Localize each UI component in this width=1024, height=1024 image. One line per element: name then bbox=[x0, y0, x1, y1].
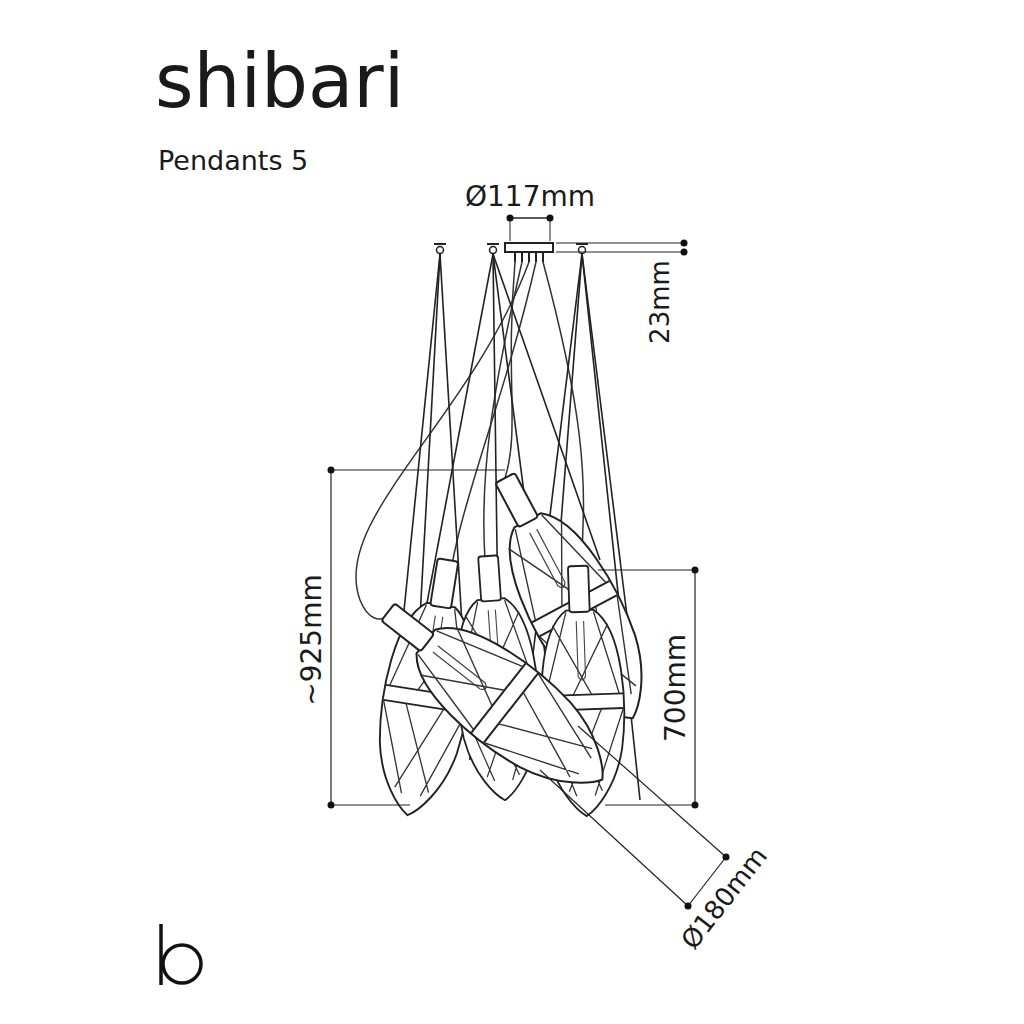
dimension-label: ~925mm bbox=[298, 574, 326, 705]
product-subtitle: Pendants 5 bbox=[158, 147, 308, 174]
dimension-label: Ø117mm bbox=[465, 183, 595, 211]
dimension-label: 23mm bbox=[647, 260, 673, 344]
brand-logo bbox=[161, 924, 201, 985]
product-title: shibari bbox=[155, 44, 404, 118]
dimension-label: 700mm bbox=[662, 634, 690, 742]
